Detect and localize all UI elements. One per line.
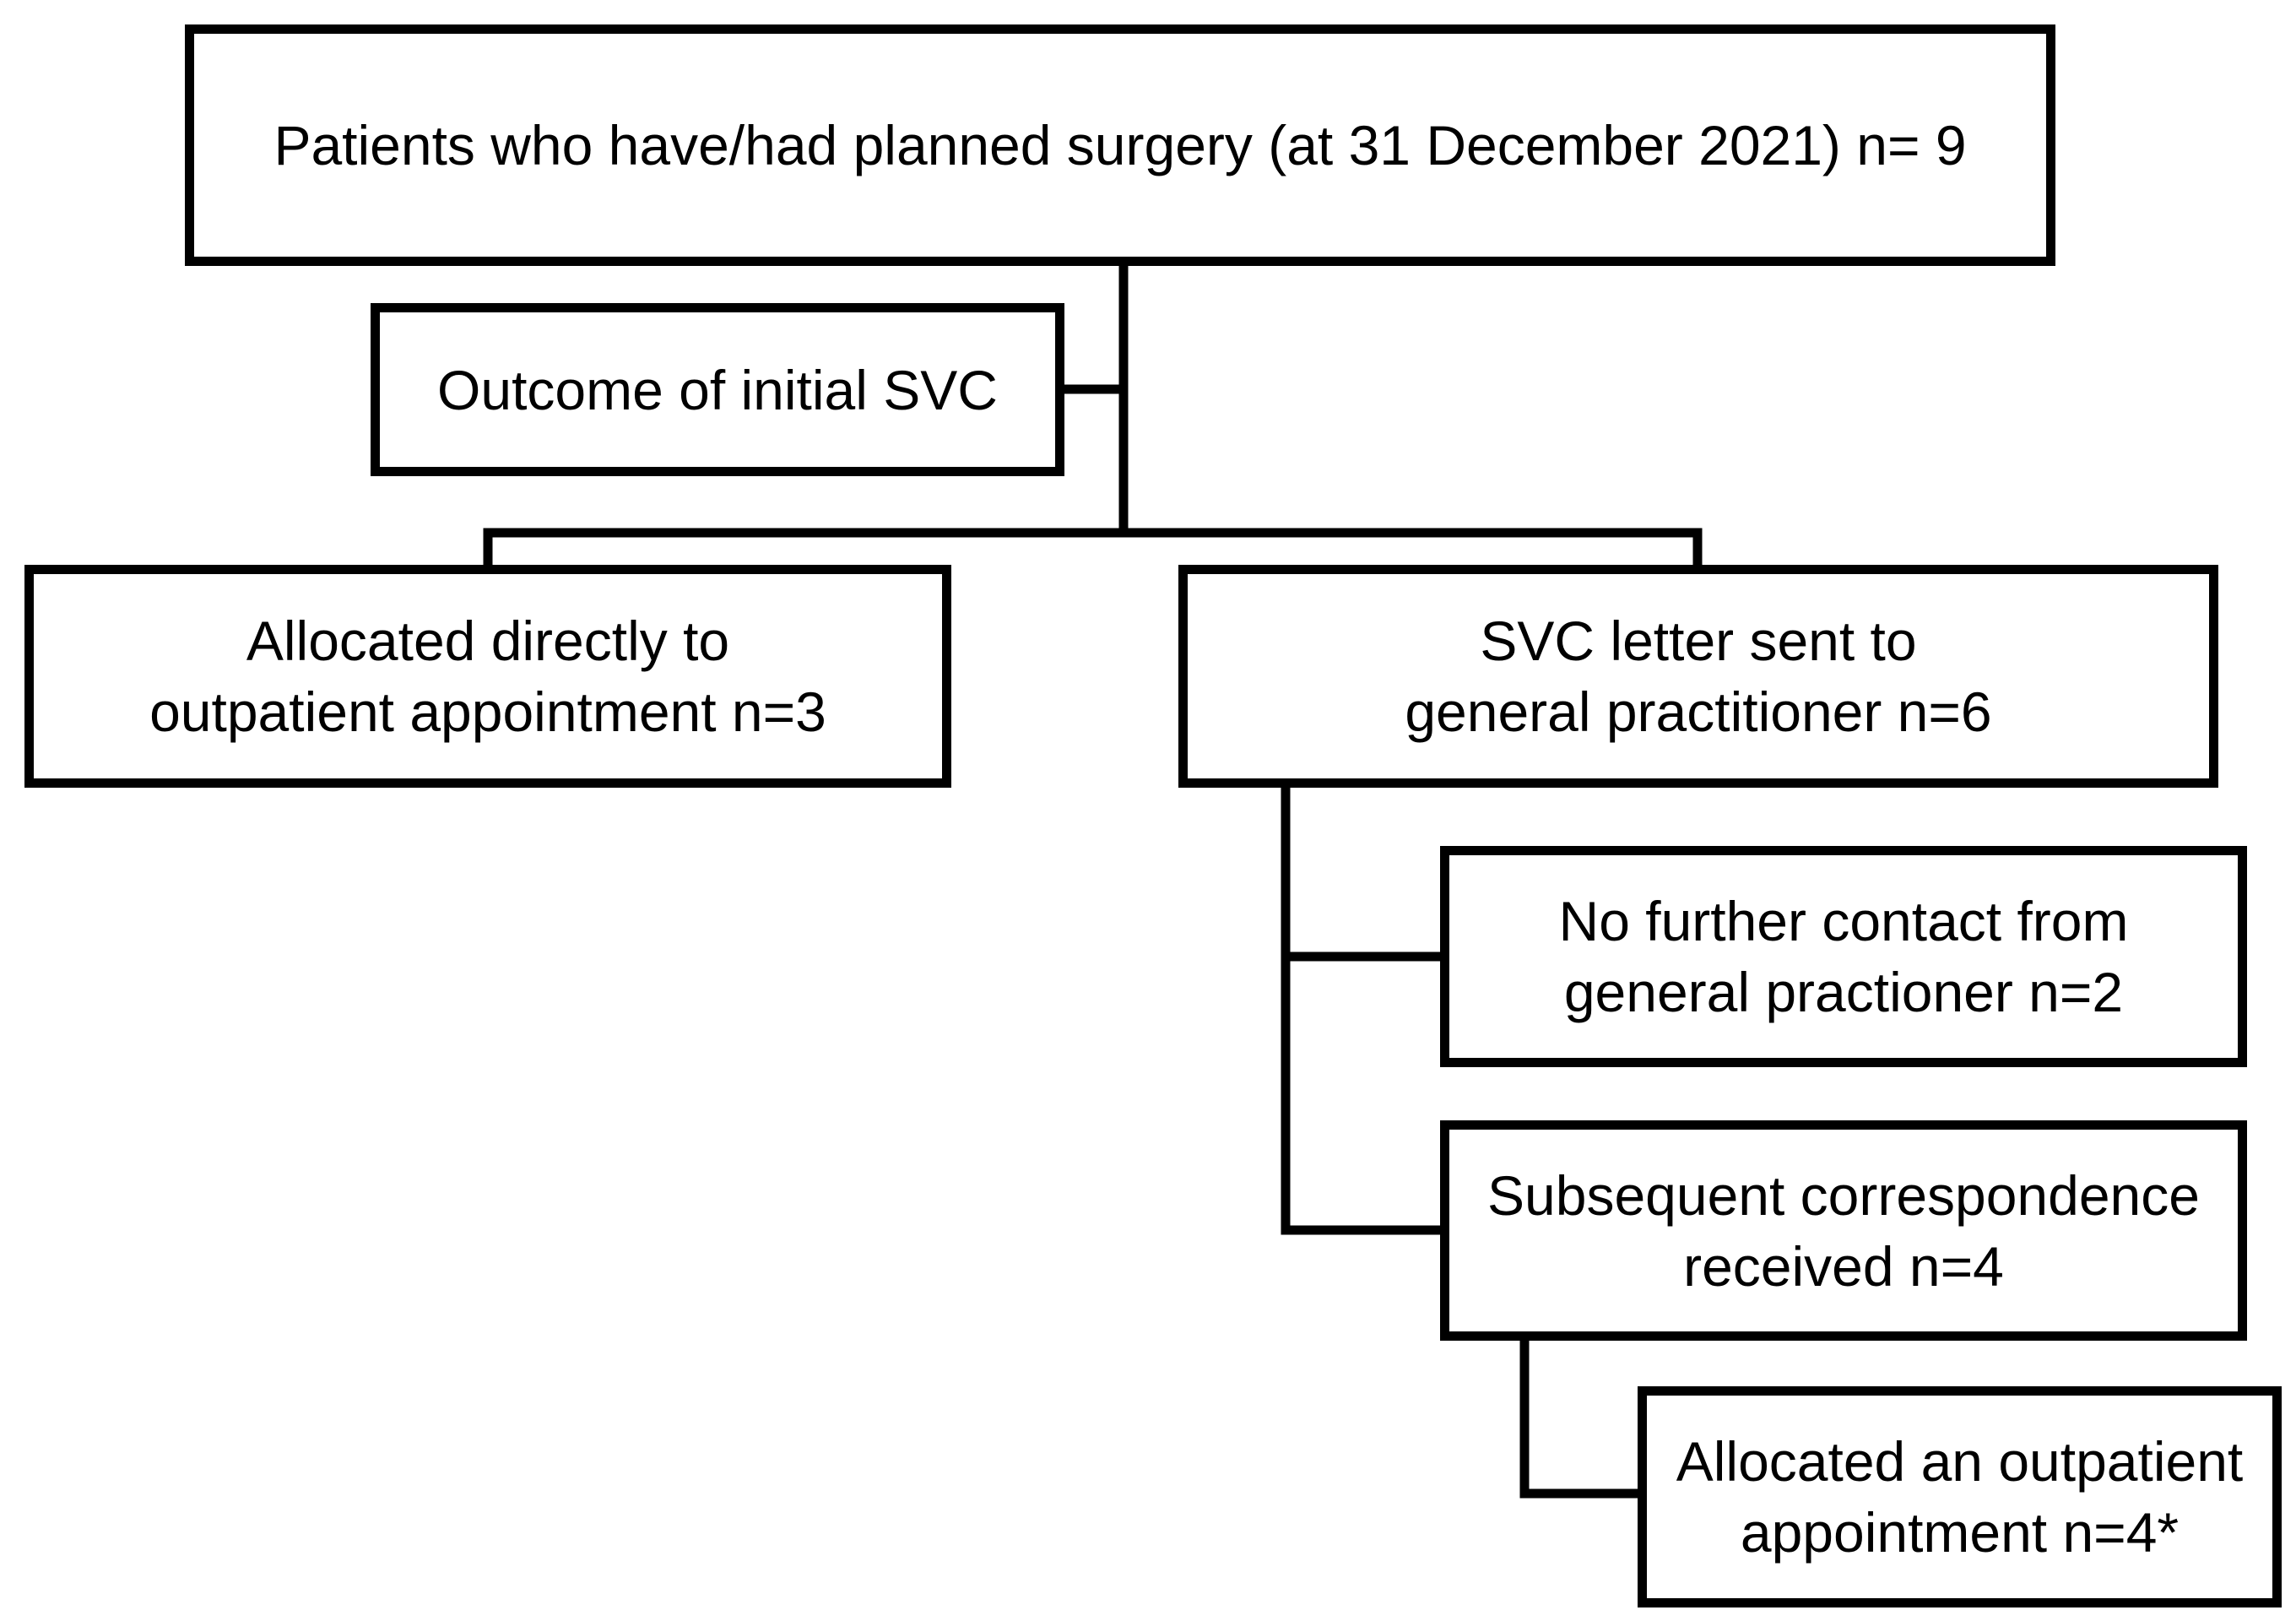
box-outcome-label: Outcome of initial SVC bbox=[437, 358, 998, 421]
box-subsequent-label: Subsequent correspondence received n=4 bbox=[1487, 1163, 2200, 1298]
box-allocated-directly: Allocated directly to outpatient appoint… bbox=[24, 565, 951, 788]
box-no-further-label: No further contact from general praction… bbox=[1558, 890, 2129, 1023]
box-no-further-contact: No further contact from general praction… bbox=[1440, 846, 2247, 1067]
box-allocated-directly-label: Allocated directly to outpatient appoint… bbox=[149, 610, 826, 743]
box-svc-letter-label: SVC letter sent to general practitioner … bbox=[1405, 610, 1992, 743]
box-allocated-outpatient-label: Allocated an outpatient appointment n=4* bbox=[1676, 1430, 2244, 1564]
box-svc-letter-sent: SVC letter sent to general practitioner … bbox=[1178, 565, 2218, 788]
box-outcome-initial-svc: Outcome of initial SVC bbox=[371, 303, 1064, 476]
box-allocated-outpatient: Allocated an outpatient appointment n=4* bbox=[1638, 1386, 2282, 1607]
box-patients-total-label: Patients who have/had planned surgery (a… bbox=[273, 114, 1967, 176]
box-subsequent-correspondence: Subsequent correspondence received n=4 bbox=[1440, 1120, 2247, 1341]
box-patients-total: Patients who have/had planned surgery (a… bbox=[185, 24, 2055, 266]
